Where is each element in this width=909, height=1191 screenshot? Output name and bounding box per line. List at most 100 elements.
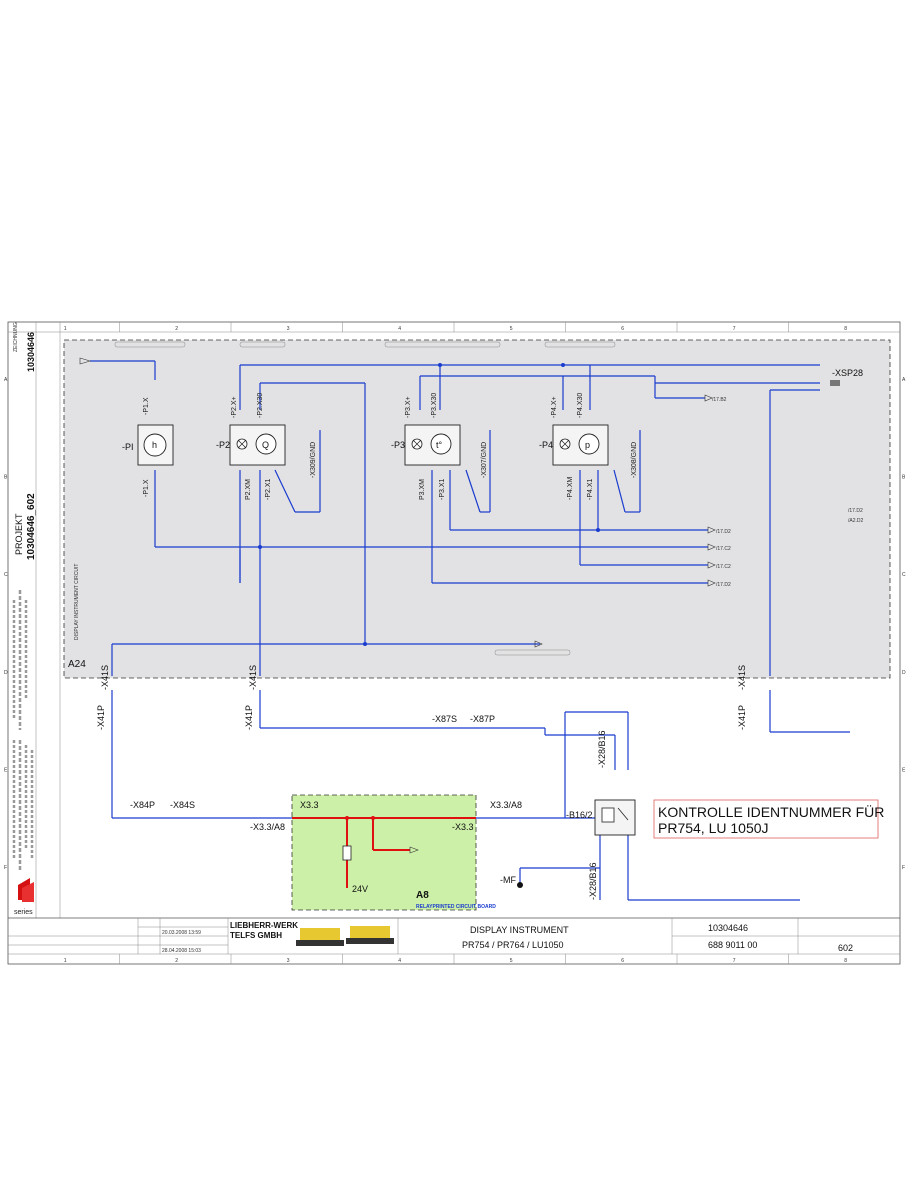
ref-3: /17.C2 [716,546,731,552]
gauge-p2-bottom2: -P2.X1 [265,478,272,500]
row-label: E [4,768,8,774]
x84p-label: -X84P [130,800,155,810]
x33-left-label: X3.3 [300,800,319,810]
gauge-p2-top: -P2.X+ [231,396,238,418]
logo-text: series [14,909,33,916]
row-label: D [902,670,906,676]
column-label: 5 [510,958,513,964]
column-label: 1 [64,958,67,964]
gauge-p1-symbol: h [152,440,157,450]
column-label: 8 [844,326,847,332]
x87p-label: -X87P [470,714,495,724]
gauge-p4-id: -P4 [539,440,553,450]
x41p-1-label: -X41P [96,705,106,730]
row-label: F [4,865,7,871]
ref-2: /17.D2 [716,529,731,535]
column-label: 3 [287,326,290,332]
ref-6: /17.D2 [848,508,863,514]
x28b16-label: -X28/B16 [597,730,607,768]
column-label: 2 [175,958,178,964]
a8-label: A8 [416,890,429,901]
sidebar-doc-no: 10304646 [26,332,36,372]
title-block: 20.03.2008 13:59 28.04.2008 15:03 LIEBHE… [8,917,900,954]
column-label: 5 [510,326,513,332]
row-label: D [4,670,8,676]
gauge-p4-gnd: -X308/GND [631,442,638,478]
ref-1: /17.B2 [712,397,727,403]
gauge-p1-bottom: -P1.X [143,479,150,497]
column-label: 6 [621,326,624,332]
x33-right-label: X3.3/A8 [490,800,522,810]
x41s-1-label: -X41S [100,665,110,690]
dozer-illustration [296,926,394,946]
gauge-p2-bottom: P2.XM [245,479,252,500]
x33-left2-label: -X3.3/A8 [250,822,285,832]
gauge-p3-id: -P3 [391,440,405,450]
row-label: C [902,572,906,578]
b16-label: -B16/2 [566,810,593,820]
x87s-label: -X87S [432,714,457,724]
gauge-p4: p -P4 -P4.X+ -P4.X30 -P4.XM -P4.X1 -X308… [539,393,638,500]
column-label: 3 [287,958,290,964]
column-label: 8 [844,958,847,964]
note-box: KONTROLLE IDENTNUMMER FÜR PR754, LU 1050… [653,799,884,839]
gauge-p3-bottom: P3.XM [419,479,426,500]
row-label: B [4,475,8,481]
drawing-number: 688 9011 00 [708,940,757,950]
gauge-p3-gnd: -X307/GND [481,442,488,478]
x41s-2-label: -X41S [248,665,258,690]
lower-wiring [111,690,850,901]
x41p-3-label: -X41P [737,705,747,730]
row-label: A [902,377,906,383]
column-label: 7 [733,958,736,964]
a8-sub-label: RELAYPRINTED CIRCUIT BOARD [416,904,496,910]
a8-relay-board: X3.3 -X3.3/A8 X3.3/A8 -X3.3 24V A8 RELAY… [250,794,522,911]
relay-b16 [594,799,636,836]
gauge-p4-top2: -P4.X30 [577,393,584,418]
a24-label: A24 [68,659,86,670]
e2-series-logo: series [14,878,34,916]
gauge-p3-bottom2: -P3.X1 [439,478,446,500]
company-name-1: LIEBHERR-WERK [230,921,298,930]
note-line1: KONTROLLE IDENTNUMMER FÜR [658,803,884,820]
gauge-p1-id: -PI [122,442,134,452]
gauge-p2-top2: -P2.X30 [257,393,264,418]
ident-number: 10304646 [708,923,748,933]
gauge-p3-symbol: t° [436,440,443,450]
row-label: E [902,768,906,774]
row-label: C [4,572,8,578]
reference-arrows: /17.B2 /17.D2 /17.C2 /17.C2 /17.D2 /17.D… [79,357,864,648]
date-1: 20.03.2008 13:59 [162,930,201,936]
column-label: 6 [621,958,624,964]
mf-label: -MF [500,875,516,885]
gauge-p4-top: -P4.X+ [551,396,558,418]
xsp28-label: -XSP28 [832,368,863,378]
svg-text:ZEICHNUNG: ZEICHNUNG [13,322,19,352]
gauge-p3-top2: -P3.X30 [431,393,438,418]
note-line2: PR754, LU 1050J [658,820,769,836]
x41s-3-label: -X41S [737,665,747,690]
column-label: 4 [398,958,401,964]
column-label: 2 [175,326,178,332]
x84s-label: -X84S [170,800,195,810]
a24-board-region [63,339,891,679]
ref-4: /17.C2 [716,564,731,570]
gauge-p2-symbol: Q [262,440,269,450]
sidebar-projekt-label: PROJEKT [14,513,24,555]
row-label: A [4,377,8,383]
svg-text:DISPLAY INSTRUMENT CIRCUIT: DISPLAY INSTRUMENT CIRCUIT [74,564,80,640]
gauge-p3: t° -P3 -P3.X+ -P3.X30 P3.XM -P3.X1 -X307… [391,393,488,500]
gauge-p2-id: -P2 [216,440,230,450]
date-2: 28.04.2008 15:03 [162,948,201,954]
column-label: 4 [398,326,401,332]
row-label: B [902,475,906,481]
gauge-p4-bottom2: -P4.X1 [587,478,594,500]
company-name-2: TELFS GMBH [230,931,282,940]
title-line2: PR754 / PR764 / LU1050 [462,940,564,950]
column-label: 7 [733,326,736,332]
x33-right2-label: -X3.3 [452,822,474,832]
row-label: F [902,865,905,871]
sidebar-projekt-value: 10304646_602 [26,493,37,560]
gauge-p4-bottom: -P4.XM [567,476,574,500]
